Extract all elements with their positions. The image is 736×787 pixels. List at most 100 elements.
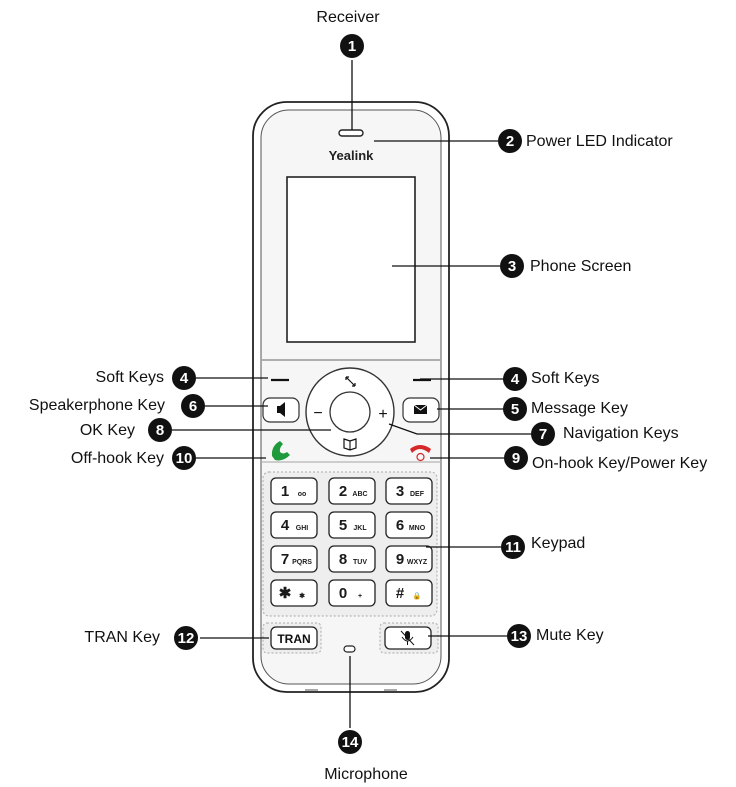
callout-label: Microphone	[324, 766, 408, 783]
keypad-key-main: 1	[281, 483, 289, 500]
callout-number: 1	[348, 38, 356, 55]
callout-badge	[507, 624, 531, 648]
callout-badge	[338, 730, 362, 754]
keypad-key-8[interactable]: 8 TUV	[328, 545, 376, 573]
callout-label: Speakerphone Key	[29, 397, 165, 414]
callout-12: 12 TRAN Key	[84, 626, 198, 650]
keypad-key-12[interactable]: #🔒	[385, 579, 433, 607]
callout-label: TRAN Key	[84, 629, 160, 646]
callout-number: 4	[180, 370, 189, 387]
keypad-key-main: 0	[339, 585, 347, 602]
tran-key-label: TRAN	[277, 632, 310, 646]
leader-lines	[172, 60, 531, 728]
phone-handset-red-icon	[410, 445, 431, 453]
callout-number: 6	[189, 398, 197, 415]
callout-label: Phone Screen	[530, 258, 631, 275]
callout-badge	[498, 129, 522, 153]
keypad-key-main: 2	[339, 483, 347, 500]
keypad-key-sub: GHI	[296, 525, 309, 532]
speaker-icon	[277, 402, 285, 417]
microphone-hole	[343, 645, 356, 653]
receiver-slot	[338, 129, 364, 137]
keypad-key-main: 5	[339, 517, 347, 534]
callout-label: OK Key	[80, 422, 135, 439]
callout-label: Mute Key	[536, 627, 604, 644]
callout-badge	[172, 366, 196, 390]
callout-badge	[148, 418, 172, 442]
callout-number: 5	[511, 401, 519, 418]
keypad-key-5[interactable]: 5 JKL	[328, 511, 376, 539]
callout-badge	[172, 446, 196, 470]
keypad-key-sub: JKL	[353, 525, 367, 532]
keypad-key-main: 4	[281, 517, 290, 534]
keypad-key-sub: DEF	[410, 491, 425, 498]
tran-key[interactable]: TRAN	[262, 622, 322, 654]
callout-1: 1 Receiver	[316, 9, 380, 58]
callout-badge	[504, 446, 528, 470]
callout-number: 7	[539, 426, 547, 443]
keypad-key-10[interactable]: ✱✱	[270, 579, 318, 607]
callout-4: 4 Soft Keys	[503, 367, 599, 391]
keypad-key-main: ✱	[279, 585, 292, 602]
keypad-key-sub: ABC	[352, 491, 367, 498]
callout-number: 4	[511, 371, 520, 388]
callout-number: 8	[156, 422, 164, 439]
message-key[interactable]	[402, 397, 440, 423]
mute-key[interactable]	[379, 622, 439, 654]
keypad-key-main: 8	[339, 551, 347, 568]
callout-3: 3 Phone Screen	[500, 254, 631, 278]
callout-number: 3	[508, 258, 516, 275]
callout-badge	[340, 34, 364, 58]
nav-left-minus[interactable]: −	[313, 405, 322, 422]
keypad-key-sub: 🔒	[413, 592, 422, 600]
power-icon	[416, 452, 425, 462]
off-hook-key[interactable]	[271, 441, 290, 461]
keypad-key-main: 9	[396, 551, 404, 568]
callout-label: Navigation Keys	[563, 425, 679, 442]
callout-badge	[503, 397, 527, 421]
microphone-mute-icon	[400, 630, 415, 646]
callouts: 1 Receiver 2 Power LED Indicator 3 Phone Scre…	[29, 9, 707, 783]
callout-number: 14	[342, 734, 359, 751]
callout-number: 12	[178, 630, 195, 647]
callout-label: Keypad	[531, 535, 585, 552]
keypad-key-2[interactable]: 2 ABC	[328, 477, 376, 505]
expand-arrows-icon	[345, 376, 356, 387]
on-hook-key[interactable]	[410, 445, 431, 462]
callout-number: 10	[176, 450, 193, 467]
keypad-key-sub: ✱	[299, 592, 305, 600]
keypad-key-sub: +	[358, 593, 362, 600]
keypad-key-11[interactable]: 0+	[328, 579, 376, 607]
ok-key[interactable]	[329, 391, 371, 433]
callout-badge	[174, 626, 198, 650]
speakerphone-key[interactable]	[262, 397, 300, 423]
nav-right-plus[interactable]: +	[378, 406, 387, 423]
phone-screen	[286, 176, 416, 343]
brand-logo: Yealink	[329, 148, 375, 163]
callout-label: Soft Keys	[531, 370, 599, 387]
callout-badge	[531, 422, 555, 446]
callout-number: 11	[505, 539, 521, 556]
keypad-key-4[interactable]: 4 GHI	[270, 511, 318, 539]
callout-label: Soft Keys	[96, 369, 164, 386]
callout-badge	[500, 254, 524, 278]
callout-label: Receiver	[316, 9, 380, 26]
keypad-key-sub: MNO	[409, 525, 426, 532]
callout-badge	[503, 367, 527, 391]
callout-4: 4 Soft Keys	[96, 366, 196, 390]
keypad-key-main: 7	[281, 551, 289, 568]
keypad-key-sub: TUV	[353, 559, 367, 566]
envelope-icon	[413, 404, 428, 414]
callout-number: 9	[512, 450, 520, 467]
callout-label: Power LED Indicator	[526, 133, 673, 150]
